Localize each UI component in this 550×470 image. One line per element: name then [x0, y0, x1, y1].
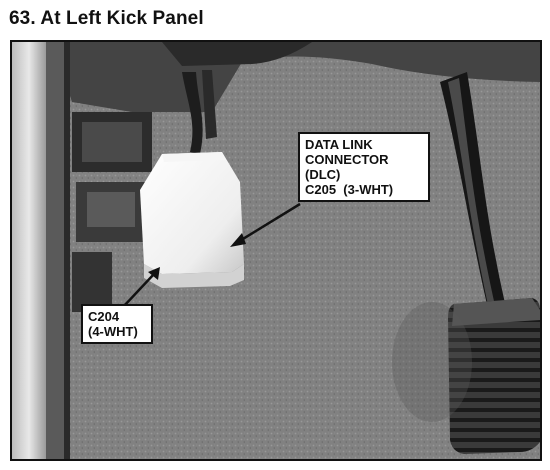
- callout-c204-line-1: C204: [88, 309, 120, 324]
- photo-frame: [10, 40, 542, 461]
- callout-dlc-line-4: C205 (3-WHT): [305, 182, 394, 197]
- kick-panel-photo: [12, 42, 540, 459]
- callout-dlc: DATA LINK CONNECTOR (DLC) C205 (3-WHT): [298, 132, 430, 202]
- callout-c204-line-2: (4-WHT): [88, 324, 138, 339]
- callout-dlc-line-3: (DLC): [305, 167, 341, 182]
- callout-c204: C204 (4-WHT): [81, 304, 153, 344]
- page-title: 63. At Left Kick Panel: [9, 8, 204, 29]
- callout-dlc-line-1: DATA LINK: [305, 137, 373, 152]
- callout-dlc-line-2: CONNECTOR: [305, 152, 389, 167]
